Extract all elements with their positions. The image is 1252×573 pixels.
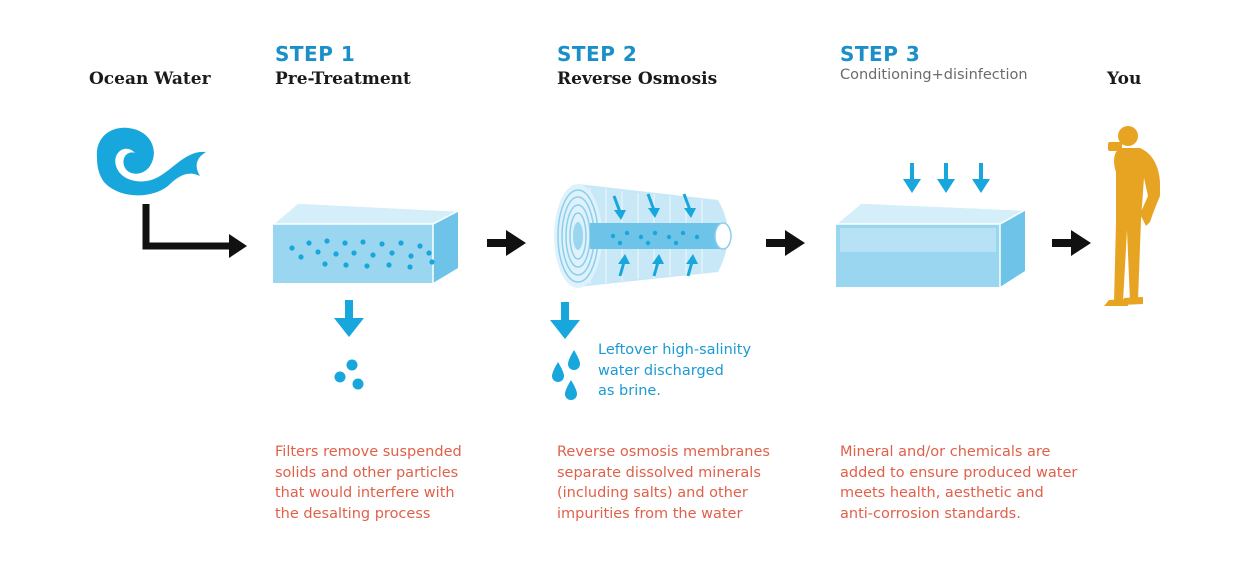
step-1-number: STEP 1 xyxy=(275,42,356,66)
brine-note: Leftover high-salinity water discharged … xyxy=(598,342,752,399)
step-3-title: Conditioning+disinfection xyxy=(840,67,1028,83)
step-2-description: Reverse osmosis membranes separate disso… xyxy=(557,444,770,522)
down-arrow-icon xyxy=(550,302,580,339)
you-label: You xyxy=(1107,69,1142,89)
arrow-right-icon xyxy=(1052,230,1091,256)
down-arrow-icon xyxy=(334,300,364,337)
suspended-particles xyxy=(289,238,435,270)
step-2-number: STEP 2 xyxy=(557,42,638,66)
arrow-right-icon xyxy=(766,230,805,256)
wave-icon xyxy=(96,127,206,196)
step-1-description: Filters remove suspended solids and othe… xyxy=(275,444,462,522)
tank-icon xyxy=(272,202,461,283)
step-2-title: Reverse Osmosis xyxy=(557,69,718,89)
chemical-input-arrows-icon xyxy=(903,163,990,193)
pressure-arrows xyxy=(612,193,698,277)
person-drinking-icon xyxy=(1104,126,1160,306)
step-3-description: Mineral and/or chemicals are added to en… xyxy=(840,444,1078,522)
removed-particles-icon xyxy=(334,359,364,390)
ocean-water-label: Ocean Water xyxy=(89,69,211,89)
arrow-right-icon xyxy=(487,230,526,256)
step-1-title: Pre-Treatment xyxy=(275,69,411,89)
inflow-arrow xyxy=(142,204,247,258)
tank-icon xyxy=(835,202,1028,287)
filtered-water-particles xyxy=(610,230,700,246)
membrane-cylinder-icon xyxy=(554,184,732,288)
step-3-number: STEP 3 xyxy=(840,42,921,66)
brine-drops-icon xyxy=(552,350,580,400)
